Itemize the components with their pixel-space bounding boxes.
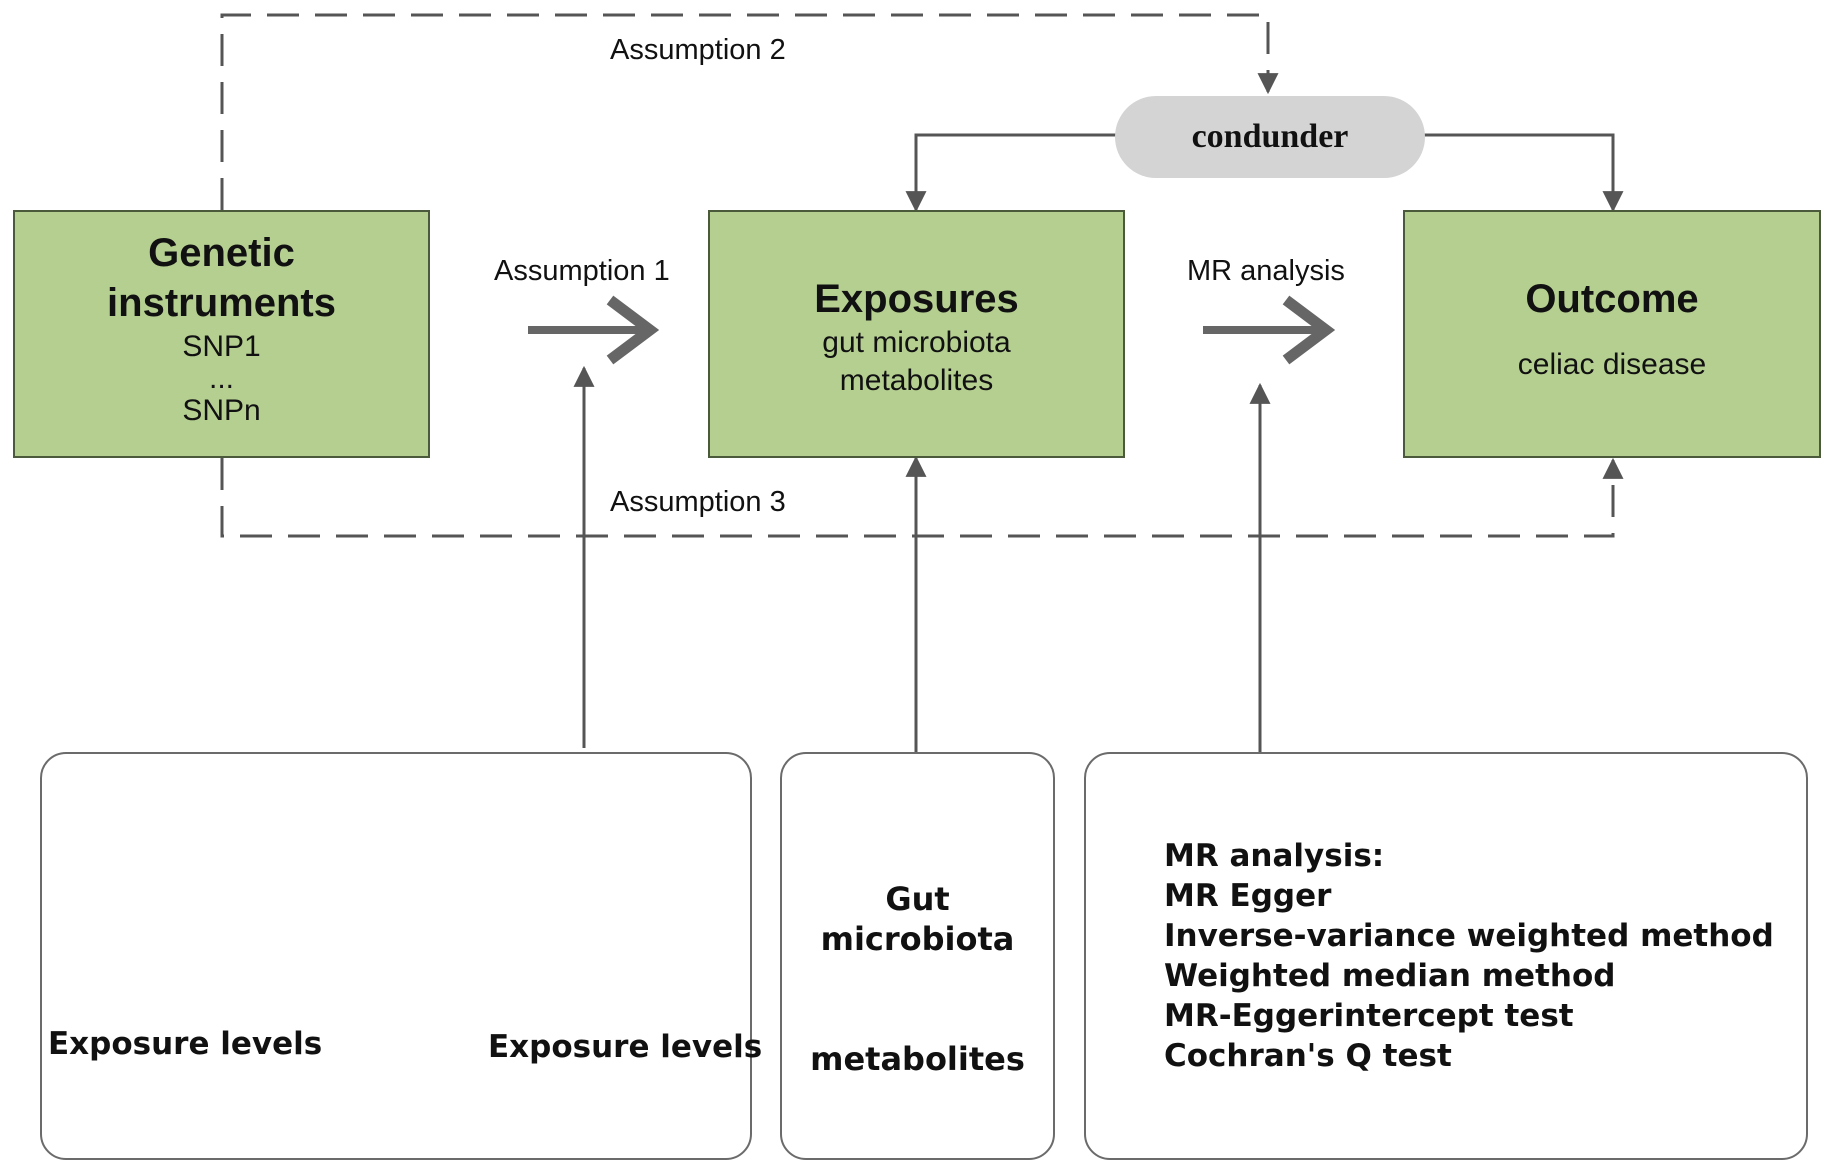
mr-analysis-arrow bbox=[1203, 295, 1336, 365]
exposures-line1: gut microbiota bbox=[822, 326, 1011, 359]
exposure-levels-right-label: Exposure levels bbox=[488, 1029, 763, 1065]
methods-item: MR analysis: bbox=[1164, 838, 1385, 874]
exposure-levels-left-label: Exposure levels bbox=[48, 1026, 323, 1062]
methods-item: Weighted median method bbox=[1164, 958, 1616, 994]
genetic-title-line1: Genetic bbox=[148, 231, 295, 275]
methods-item: Cochran's Q test bbox=[1164, 1038, 1452, 1074]
snp-last: SNPn bbox=[182, 394, 261, 427]
methods-list: MR analysis: MR Egger Inverse-variance w… bbox=[1164, 836, 1774, 1076]
assumption-2-label: Assumption 2 bbox=[610, 34, 786, 66]
confounder-to-outcome-line bbox=[1423, 133, 1624, 213]
snp-ellipsis: ... bbox=[208, 362, 234, 395]
genetics-panel bbox=[40, 752, 752, 1160]
confounder-to-exposures-line bbox=[905, 133, 1117, 213]
outcome-box: Outcome celiac disease bbox=[1403, 210, 1821, 458]
assumption-3-label: Assumption 3 bbox=[610, 486, 786, 518]
methods-item: MR Egger bbox=[1164, 878, 1332, 914]
outcome-line1: celiac disease bbox=[1517, 348, 1707, 381]
exposures-title: Exposures bbox=[814, 277, 1019, 321]
snp-first: SNP1 bbox=[182, 330, 261, 363]
outcome-title: Outcome bbox=[1525, 277, 1699, 321]
assumption-2-dashed-path bbox=[220, 13, 1279, 210]
methods-item: MR-Eggerintercept test bbox=[1164, 998, 1574, 1034]
data-metabolites-label: metabolites bbox=[810, 1040, 1025, 1078]
methods-item: Inverse-variance weighted method bbox=[1164, 918, 1774, 954]
data-panel bbox=[780, 752, 1055, 1160]
genetic-instruments-box: Genetic instruments SNP1 ... SNPn bbox=[13, 210, 430, 458]
methods-panel bbox=[1084, 752, 1808, 1160]
confounder-pill: condunder bbox=[1115, 96, 1425, 178]
assumption-1-label: Assumption 1 bbox=[494, 255, 670, 287]
data-microbiota-label: microbiota bbox=[820, 920, 1015, 958]
mr-analysis-label: MR analysis bbox=[1187, 255, 1345, 287]
assumption-1-arrow bbox=[528, 295, 660, 365]
exposures-line2: metabolites bbox=[839, 364, 994, 397]
exposures-box: Exposures gut microbiota metabolites bbox=[708, 210, 1125, 458]
data-gut-label: Gut bbox=[885, 880, 950, 918]
genetic-title-line2: instruments bbox=[107, 281, 336, 325]
